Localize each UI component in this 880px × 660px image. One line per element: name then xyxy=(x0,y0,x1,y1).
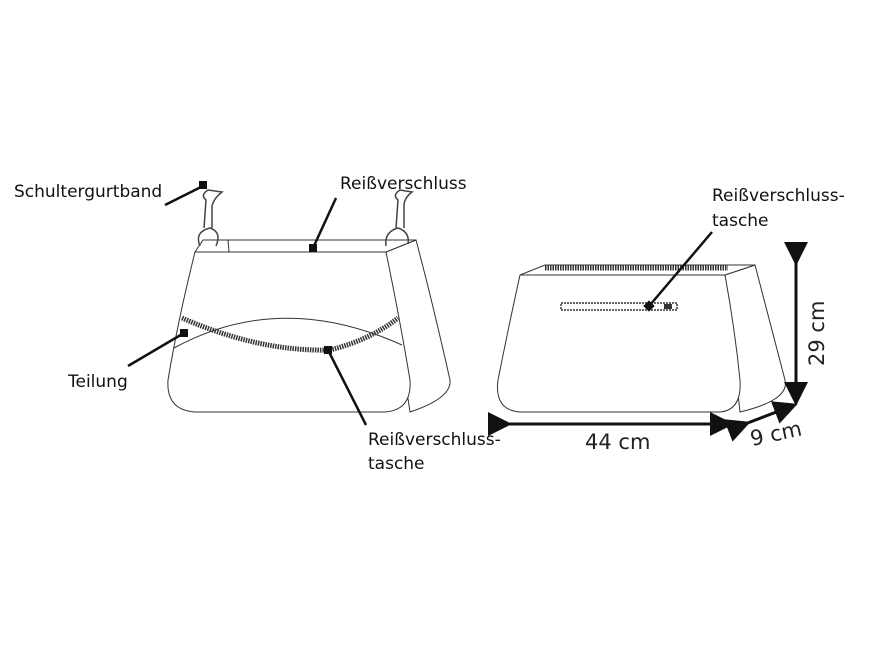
label-back-zip-pocket-1: Reißverschluss- xyxy=(712,186,845,206)
depth-arrow xyxy=(723,401,798,442)
label-shoulder-strap: Schultergurtband xyxy=(14,182,162,202)
label-division: Teilung xyxy=(67,372,128,392)
left-snap-hook xyxy=(197,189,224,247)
label-zipper: Reißverschluss xyxy=(340,174,467,194)
leader-lines-front xyxy=(127,181,368,426)
dimension-depth: 9 cm xyxy=(748,417,804,451)
back-view-bag xyxy=(496,264,786,413)
pocket-zipper xyxy=(181,315,400,353)
dimension-height: 29 cm xyxy=(805,301,829,366)
front-view-bag xyxy=(167,189,451,413)
side-panel xyxy=(385,239,451,413)
label-zip-pocket-1: Reißverschluss- xyxy=(368,430,501,450)
dimension-width: 44 cm xyxy=(585,430,650,454)
right-snap-hook xyxy=(385,189,414,247)
back-pocket-zipper xyxy=(560,302,678,311)
label-zip-pocket-2: tasche xyxy=(368,454,425,474)
label-back-zip-pocket-2: tasche xyxy=(712,211,769,231)
back-panel xyxy=(496,274,741,413)
